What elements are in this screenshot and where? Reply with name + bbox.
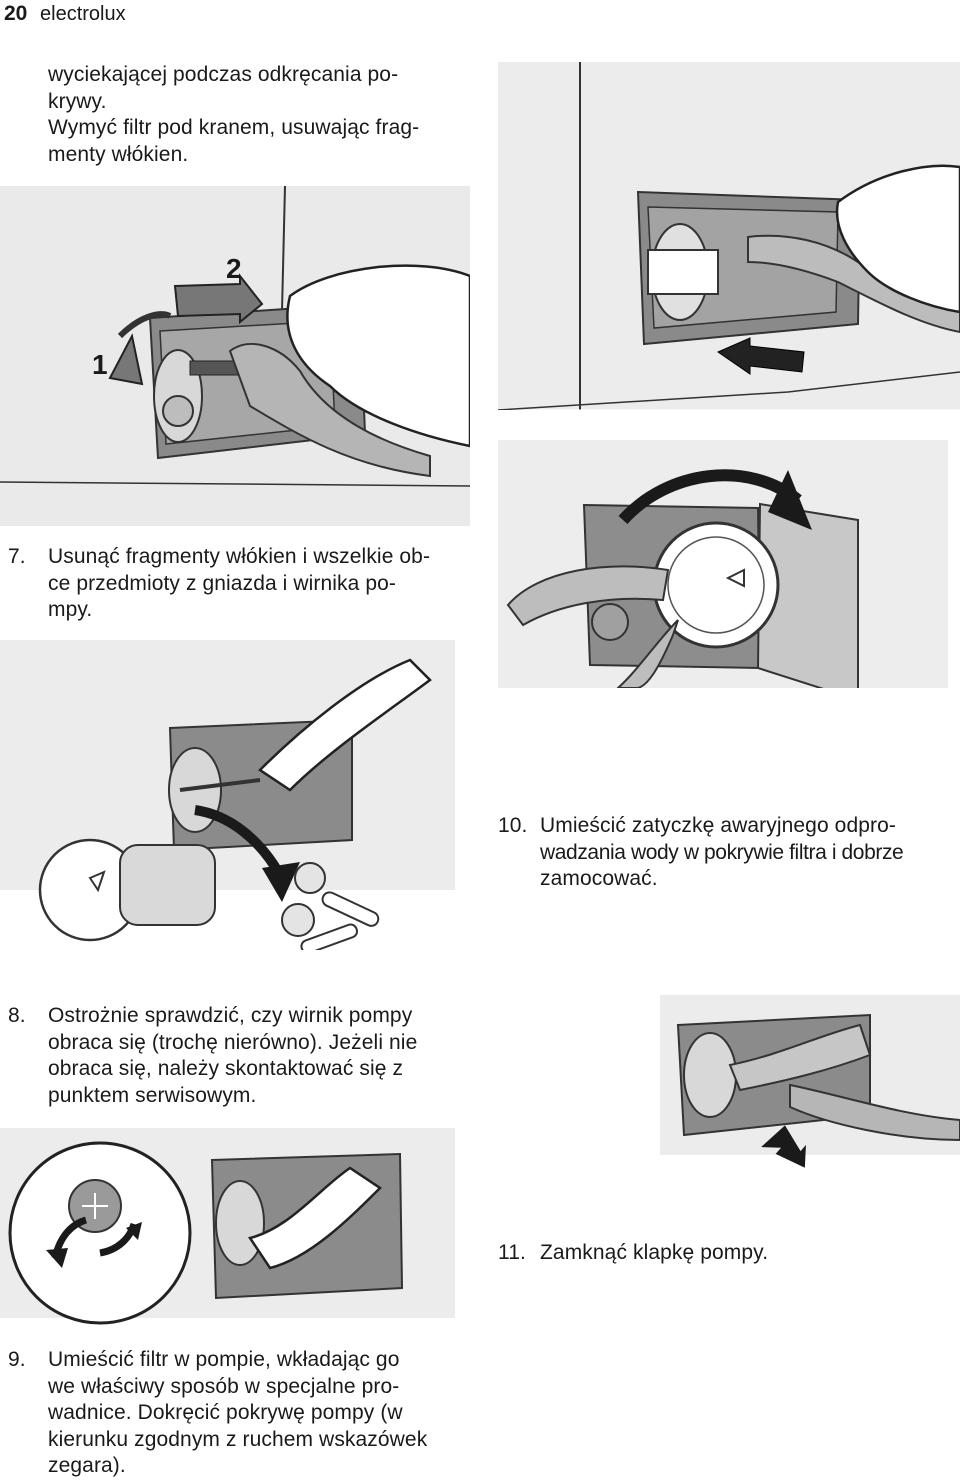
step-line: kierunku zgodnym z ruchem wskazówek [48, 1427, 428, 1451]
step-line: obraca się, należy skontaktować się z [48, 1057, 404, 1080]
brand-name: electrolux [40, 3, 126, 25]
step-line: Usunąć fragmenty włókien i wszelkie ob- [48, 545, 431, 568]
figure-label-1: 1 [92, 349, 108, 380]
step-line: Umieścić filtr w pompie, wkładając go [48, 1348, 400, 1371]
intro-line: wyciekającej podczas odkręcania po- [48, 63, 399, 86]
step-line: Umieścić zatyczkę awaryjnego odpro- [540, 814, 896, 837]
step-10: 10. Umieścić zatyczkę awaryjnego odpro- … [498, 813, 960, 893]
step-line: mpy. [48, 598, 93, 621]
illustration-debris-removal [0, 640, 470, 950]
page-number: 20 [4, 2, 28, 25]
step-line: obraca się (trochę nierówno). Jeżeli nie [48, 1030, 418, 1054]
step-line: zamocować. [540, 867, 658, 890]
step-line: Zamknąć klapkę pompy. [540, 1241, 769, 1264]
step-number: 8. [8, 1004, 26, 1027]
step-line: wadnice. Dokręcić pokrywę pompy (w [48, 1401, 403, 1424]
intro-text: wyciekającej podczas odkręcania po- kryw… [48, 62, 468, 168]
intro-line: krywy. [48, 89, 107, 113]
step-9: 9. Umieścić filtr w pompie, wkładając go… [8, 1347, 478, 1480]
step-line: zegara). [48, 1454, 126, 1477]
step-7: 7. Usunąć fragmenty włókien i wszelkie o… [8, 544, 478, 624]
step-line: Ostrożnie sprawdzić, czy wirnik pompy [48, 1004, 413, 1027]
step-line: we właściwy sposób w specjalne pro- [48, 1374, 400, 1398]
step-8: 8. Ostrożnie sprawdzić, czy wirnik pompy… [8, 1003, 478, 1109]
step-11: 11. Zamknąć klapkę pompy. [498, 1240, 960, 1267]
step-number: 10. [498, 814, 528, 837]
intro-line: Wymyć filtr pod kranem, usuwając frag- [48, 116, 420, 139]
step-line: wadzania wody w pokrywie filtra i dobrze [540, 840, 904, 864]
step-number: 9. [8, 1348, 26, 1371]
illustration-filter-removal [498, 62, 960, 410]
figure-label-2: 2 [226, 253, 242, 284]
step-number: 7. [8, 545, 26, 568]
illustration-pump-cover-removal: 2 1 [0, 186, 470, 526]
illustration-cover-rotation [498, 440, 960, 688]
step-line: ce przedmioty z gniazda i wirnika po- [48, 571, 397, 595]
step-line: punktem serwisowym. [48, 1083, 257, 1107]
step-number: 11. [498, 1241, 526, 1264]
illustration-plug-insertion [660, 995, 960, 1205]
intro-line: menty włókien. [48, 142, 189, 166]
illustration-impeller-check [0, 1128, 470, 1338]
